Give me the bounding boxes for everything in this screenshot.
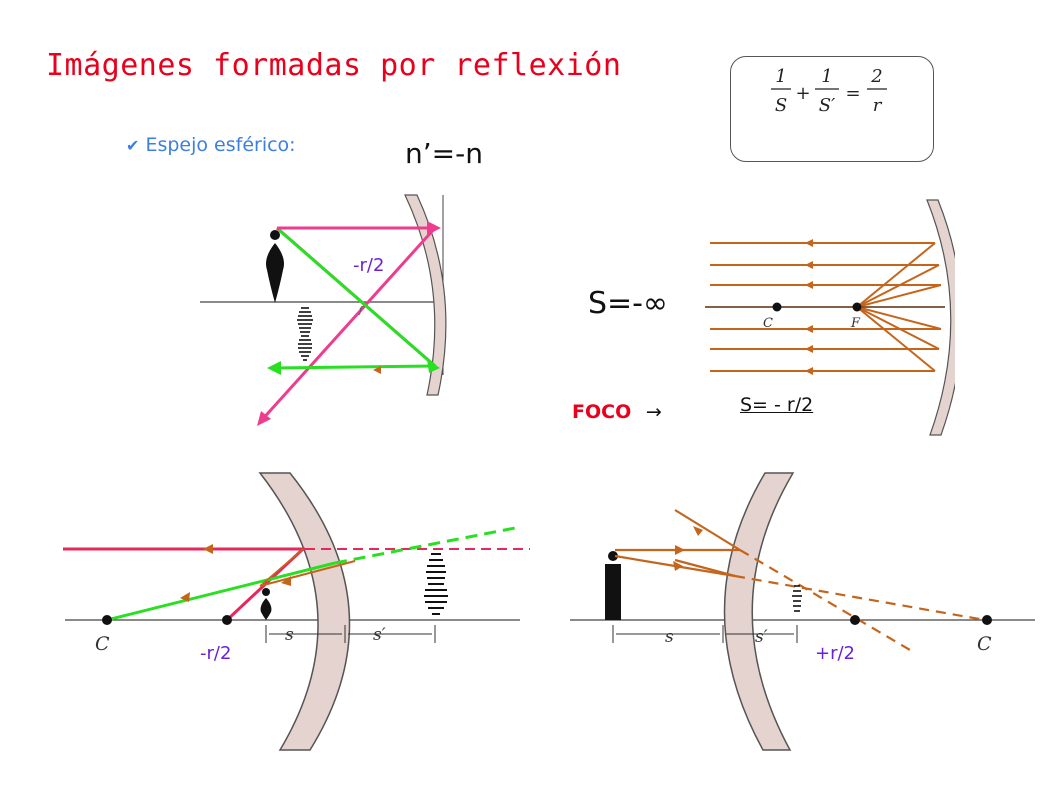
center-point bbox=[102, 615, 112, 625]
frac2-numerator: 1 bbox=[821, 66, 832, 87]
concave-mirror-virtual-image-diagram: C s s′ bbox=[63, 472, 530, 751]
mirror-equation: 1 S + 1 S′ = 2 r bbox=[771, 66, 887, 116]
ray-through-center bbox=[106, 561, 336, 622]
focus-point bbox=[222, 615, 232, 625]
mirror bbox=[258, 472, 351, 751]
rays-pink bbox=[258, 226, 437, 424]
s-prime-label: s′ bbox=[755, 627, 768, 647]
page-title: Imágenes formadas por reflexión bbox=[46, 48, 622, 83]
rays-green bbox=[274, 228, 436, 370]
svg-text:f: f bbox=[358, 306, 364, 316]
center-label: C bbox=[763, 316, 773, 331]
frac1-numerator: 1 bbox=[775, 66, 786, 87]
checkmark-icon: ✔ bbox=[126, 136, 140, 155]
mirror bbox=[926, 199, 955, 436]
top-left-focal-label: -r/2 bbox=[353, 255, 385, 276]
virtual-extensions bbox=[734, 549, 986, 651]
image-silhouette bbox=[297, 307, 313, 361]
mirror bbox=[723, 472, 795, 751]
arrow-right-icon: → bbox=[645, 401, 662, 423]
refraction-index-relation: n’=-n bbox=[405, 137, 483, 170]
distance-markers bbox=[265, 625, 436, 643]
focus-diagram: C F bbox=[705, 199, 955, 436]
focus-point bbox=[852, 302, 862, 312]
parallel-rays bbox=[710, 242, 942, 372]
foco-word: FOCO bbox=[572, 401, 632, 423]
frac1-denominator: S bbox=[775, 95, 787, 116]
frac2-denominator: S′ bbox=[819, 95, 835, 116]
object-distance-infinity: S=-∞ bbox=[588, 286, 668, 321]
mirror-equation-box: 1 S + 1 S′ = 2 r bbox=[730, 56, 934, 162]
ray-brown bbox=[259, 560, 356, 587]
center-point bbox=[982, 615, 992, 625]
focal-distance: S= - r/2 bbox=[740, 394, 814, 416]
bottom-right-focal-label: +r/2 bbox=[815, 643, 855, 664]
plus-sign: + bbox=[795, 83, 810, 104]
center-label: C bbox=[977, 633, 992, 655]
equals-sign: = bbox=[845, 83, 860, 104]
frac3-denominator: r bbox=[873, 95, 883, 116]
object-silhouette bbox=[605, 551, 621, 620]
frac3-numerator: 2 bbox=[870, 66, 882, 87]
focus-label: F bbox=[850, 316, 861, 331]
virtual-image-silhouette bbox=[792, 585, 802, 612]
mirror bbox=[404, 194, 447, 396]
focus-label-text: FOCO → bbox=[572, 401, 662, 423]
virtual-image-silhouette bbox=[424, 553, 448, 615]
s-label: s bbox=[285, 625, 294, 645]
object-silhouette bbox=[260, 588, 272, 620]
distance-markers bbox=[612, 625, 798, 643]
convex-mirror-diagram: C s s′ bbox=[570, 472, 1035, 751]
s-label: s bbox=[665, 627, 674, 647]
bottom-left-focal-label: -r/2 bbox=[200, 643, 232, 664]
center-label: C bbox=[95, 633, 110, 655]
center-point bbox=[772, 302, 782, 312]
s-prime-label: s′ bbox=[373, 625, 386, 645]
object-silhouette bbox=[266, 230, 284, 303]
bullet-item: ✔ Espejo esférico: bbox=[126, 134, 296, 156]
focus-point bbox=[850, 615, 860, 625]
virtual-extension-green bbox=[334, 526, 516, 565]
bullet-label: Espejo esférico: bbox=[145, 134, 296, 156]
concave-mirror-real-image-diagram: f bbox=[200, 194, 447, 426]
